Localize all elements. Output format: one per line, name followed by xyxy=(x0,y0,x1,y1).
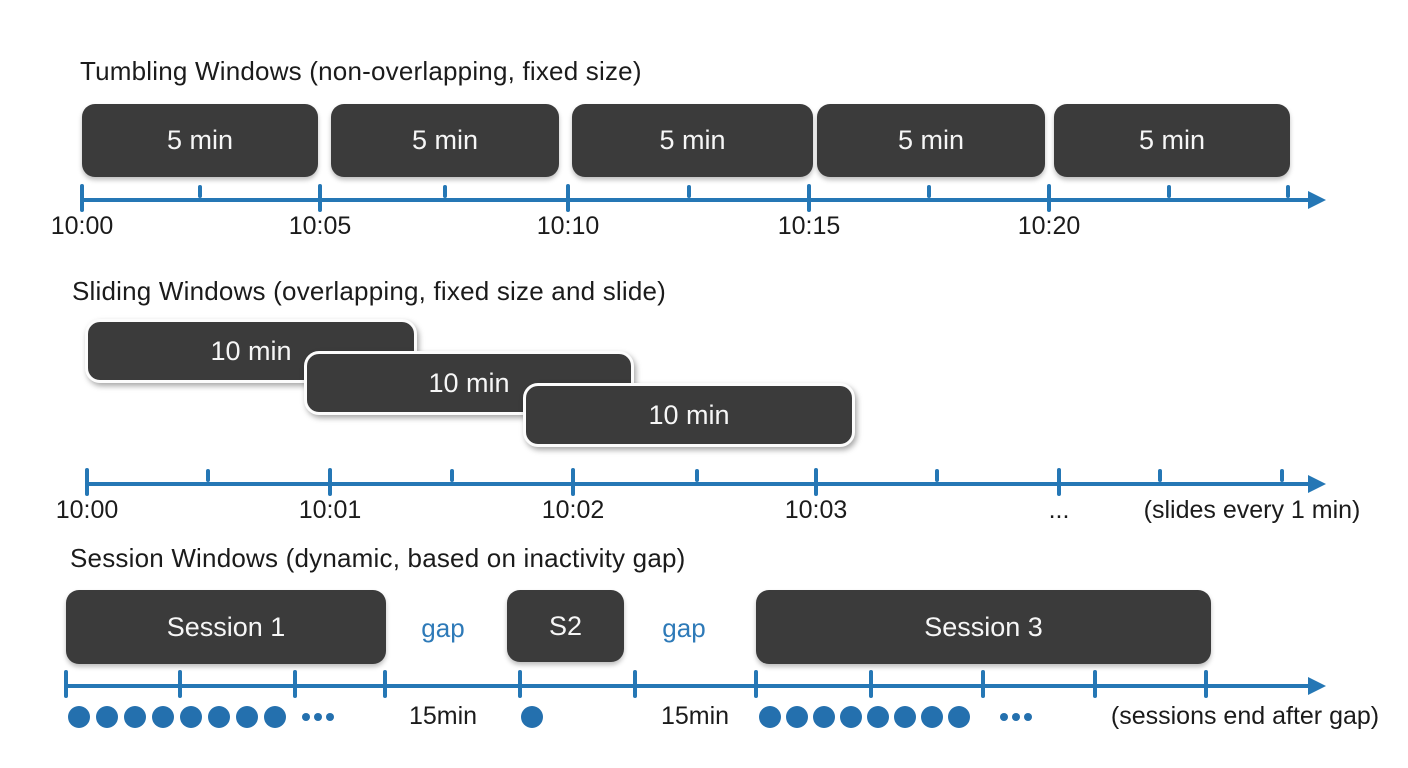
session-gap-label: gap xyxy=(421,613,465,643)
tumbling-tick-major xyxy=(807,184,811,212)
event-dot-icon xyxy=(759,706,781,728)
session-tick-major xyxy=(293,670,297,698)
tumbling-tick-minor xyxy=(927,185,931,198)
session-windows-title: Session Windows (dynamic, based on inact… xyxy=(70,543,686,573)
event-dot-icon xyxy=(813,706,835,728)
tumbling-tick-label: 10:05 xyxy=(288,212,352,240)
session-window-box: Session 3 xyxy=(756,590,1211,664)
event-dot-icon xyxy=(921,706,943,728)
tumbling-tick-major xyxy=(80,184,84,212)
event-dot-icon xyxy=(96,706,118,728)
sliding-axis-note: (slides every 1 min) xyxy=(1143,496,1361,524)
session-tick-major xyxy=(383,670,387,698)
session-tick-major xyxy=(754,670,758,698)
tumbling-tick-major xyxy=(1047,184,1051,212)
event-dot-icon xyxy=(264,706,286,728)
event-dot-icon xyxy=(180,706,202,728)
event-dot-icon xyxy=(152,706,174,728)
event-dot-icon xyxy=(68,706,90,728)
session-tick-major xyxy=(64,670,68,698)
tumbling-window-box: 5 min xyxy=(1054,104,1290,177)
sliding-tick-minor xyxy=(206,469,210,482)
tumbling-tick-major xyxy=(566,184,570,212)
event-dot-icon xyxy=(786,706,808,728)
sliding-tick-major xyxy=(1057,468,1061,496)
session-tick-major xyxy=(178,670,182,698)
tumbling-tick-major xyxy=(318,184,322,212)
more-events-dot-icon xyxy=(302,713,310,721)
event-dot-icon xyxy=(867,706,889,728)
session-tick-major xyxy=(1093,670,1097,698)
gap-duration-1: 15min xyxy=(408,702,478,730)
tumbling-windows-title: Tumbling Windows (non-overlapping, fixed… xyxy=(80,56,642,86)
tumbling-tick-minor xyxy=(687,185,691,198)
session-tick-major xyxy=(869,670,873,698)
session-end-note: (sessions end after gap) xyxy=(1110,702,1380,730)
tumbling-tick-minor xyxy=(198,185,202,198)
sliding-tick-label: 10:00 xyxy=(55,496,119,524)
tumbling-tick-minor xyxy=(1286,185,1290,198)
more-events-dot-icon xyxy=(326,713,334,721)
event-dot-icon xyxy=(948,706,970,728)
tumbling-tick-label: 10:00 xyxy=(50,212,114,240)
tumbling-window-box: 5 min xyxy=(331,104,559,177)
event-dot-icon xyxy=(208,706,230,728)
sliding-tick-minor xyxy=(1158,469,1162,482)
more-events-dot-icon xyxy=(314,713,322,721)
session-timeline-axis xyxy=(66,684,1310,688)
tumbling-tick-label: 10:15 xyxy=(777,212,841,240)
tumbling-tick-minor xyxy=(443,185,447,198)
sliding-tick-label: 10:01 xyxy=(298,496,362,524)
sliding-windows-title: Sliding Windows (overlapping, fixed size… xyxy=(72,276,667,306)
sliding-tick-minor xyxy=(935,469,939,482)
sliding-tick-minor xyxy=(695,469,699,482)
tumbling-tick-label: 10:20 xyxy=(1017,212,1081,240)
sliding-tick-minor xyxy=(1280,469,1284,482)
session-window-box: Session 1 xyxy=(66,590,386,664)
session-tick-major xyxy=(518,670,522,698)
event-dot-icon xyxy=(521,706,543,728)
session-window-box: S2 xyxy=(507,590,624,662)
sliding-tick-major xyxy=(328,468,332,496)
event-dot-icon xyxy=(236,706,258,728)
sliding-tick-major xyxy=(571,468,575,496)
tumbling-window-box: 5 min xyxy=(817,104,1045,177)
gap-duration-2: 15min xyxy=(660,702,730,730)
sliding-tick-major xyxy=(814,468,818,496)
sliding-timeline-axis xyxy=(85,482,1310,486)
event-dot-icon xyxy=(894,706,916,728)
tumbling-timeline-arrowhead-icon xyxy=(1308,191,1326,209)
more-events-dot-icon xyxy=(1012,713,1020,721)
event-dot-icon xyxy=(124,706,146,728)
sliding-tick-label: 10:03 xyxy=(784,496,848,524)
session-timeline-arrowhead-icon xyxy=(1308,677,1326,695)
sliding-window-box: 10 min xyxy=(523,383,855,447)
tumbling-timeline-axis xyxy=(80,198,1310,202)
event-dot-icon xyxy=(840,706,862,728)
sliding-tick-minor xyxy=(450,469,454,482)
tumbling-window-box: 5 min xyxy=(82,104,318,177)
more-events-dot-icon xyxy=(1024,713,1032,721)
sliding-tick-label: ... xyxy=(1048,496,1070,524)
session-tick-major xyxy=(1204,670,1208,698)
sliding-tick-major xyxy=(85,468,89,496)
more-events-dot-icon xyxy=(1000,713,1008,721)
session-tick-major xyxy=(981,670,985,698)
session-tick-major xyxy=(633,670,637,698)
session-gap-label: gap xyxy=(662,613,706,643)
tumbling-window-box: 5 min xyxy=(572,104,813,177)
tumbling-tick-minor xyxy=(1167,185,1171,198)
sliding-timeline-arrowhead-icon xyxy=(1308,475,1326,493)
tumbling-tick-label: 10:10 xyxy=(536,212,600,240)
sliding-tick-label: 10:02 xyxy=(541,496,605,524)
